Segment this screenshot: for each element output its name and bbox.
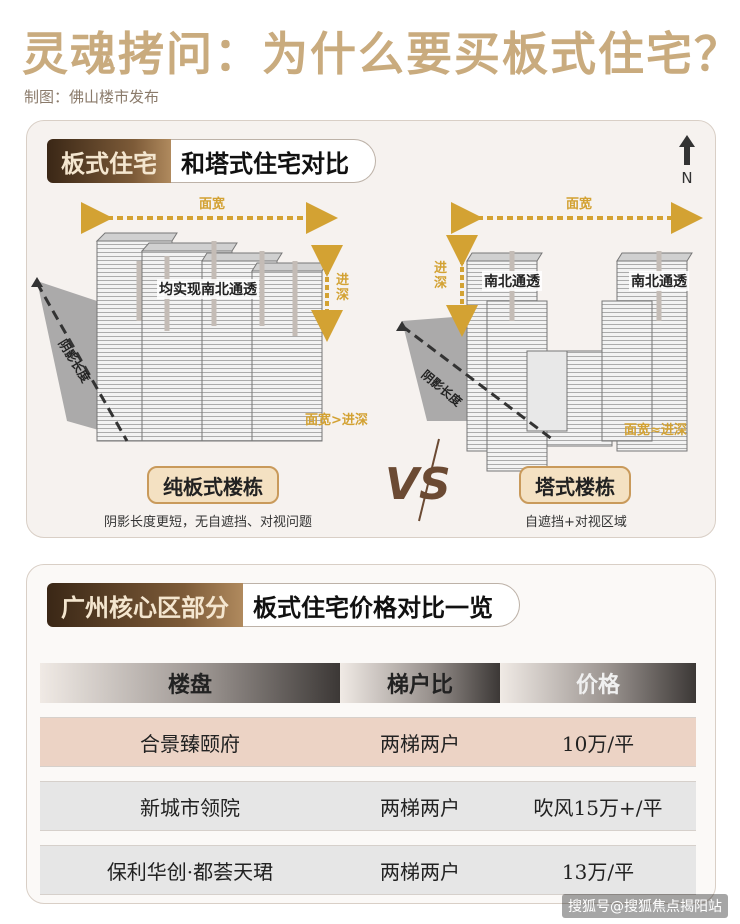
header-ratio: 梯户比 [340,663,500,703]
right-through-label-right: 南北通透 [629,271,689,291]
north-arrow-icon [679,135,695,165]
cell-project: 合景臻颐府 [40,717,340,767]
cell-ratio: 两梯两户 [340,845,500,895]
north-label: N [681,169,693,187]
credit-line: 制图：佛山楼市发布 [24,88,160,106]
slab-building-name: 纯板式楼栋 [147,466,279,504]
tower-caption: 自遮挡+对视区域 [525,515,627,530]
right-depth-label: 进深 [434,261,448,291]
slab-building-illustration [31,202,343,442]
comparison-panel: 板式住宅 和塔式住宅对比 N [26,120,716,538]
header-price: 价格 [500,663,696,703]
comparison-tab: 板式住宅 和塔式住宅对比 [47,139,376,183]
page-title: 灵魂拷问：为什么要买板式住宅？ [22,27,740,81]
left-depth-label: 进深 [336,273,350,303]
table-row: 新城市领院 两梯两户 吹风15万+/平 [40,781,696,831]
right-width-label: 面宽 [566,197,593,212]
right-ratio-label: 面宽≈进深 [624,423,687,438]
price-tab-rest: 板式住宅价格对比一览 [243,583,520,627]
price-tab-highlight: 广州核心区部分 [47,583,243,627]
slab-caption: 阴影长度更短，无自遮挡、对视问题 [104,515,313,530]
cell-project: 新城市领院 [40,781,340,831]
cell-price: 10万/平 [500,717,696,767]
price-table-header: 楼盘 梯户比 价格 [40,663,696,703]
vs-mark: VS [385,438,451,522]
left-ratio-label: 面宽>进深 [305,413,368,428]
north-indicator: N [677,135,697,187]
comparison-tab-rest: 和塔式住宅对比 [171,139,376,183]
watermark: 搜狐号@搜狐焦点揭阳站 [562,894,728,918]
price-panel: 广州核心区部分 板式住宅价格对比一览 楼盘 梯户比 价格 合景臻颐府 两梯两户 … [26,564,716,904]
tower-building-name: 塔式楼栋 [519,466,631,504]
left-width-label: 面宽 [199,197,226,212]
header-project: 楼盘 [40,663,340,703]
price-tab: 广州核心区部分 板式住宅价格对比一览 [47,583,520,627]
table-row: 合景臻颐府 两梯两户 10万/平 [40,717,696,767]
tower-building-illustration [396,202,703,472]
cell-ratio: 两梯两户 [340,781,500,831]
vs-text: VS [385,459,451,510]
left-through-label: 均实现南北通透 [157,279,259,299]
comparison-tab-highlight: 板式住宅 [47,139,171,183]
cell-price: 吹风15万+/平 [500,781,696,831]
right-through-label-left: 南北通透 [482,271,542,291]
price-table: 楼盘 梯户比 价格 合景臻颐府 两梯两户 10万/平 新城市领院 两梯两户 吹风… [40,649,696,903]
cell-price: 13万/平 [500,845,696,895]
cell-project: 保利华创·都荟天珺 [40,845,340,895]
cell-ratio: 两梯两户 [340,717,500,767]
table-row: 保利华创·都荟天珺 两梯两户 13万/平 [40,845,696,895]
